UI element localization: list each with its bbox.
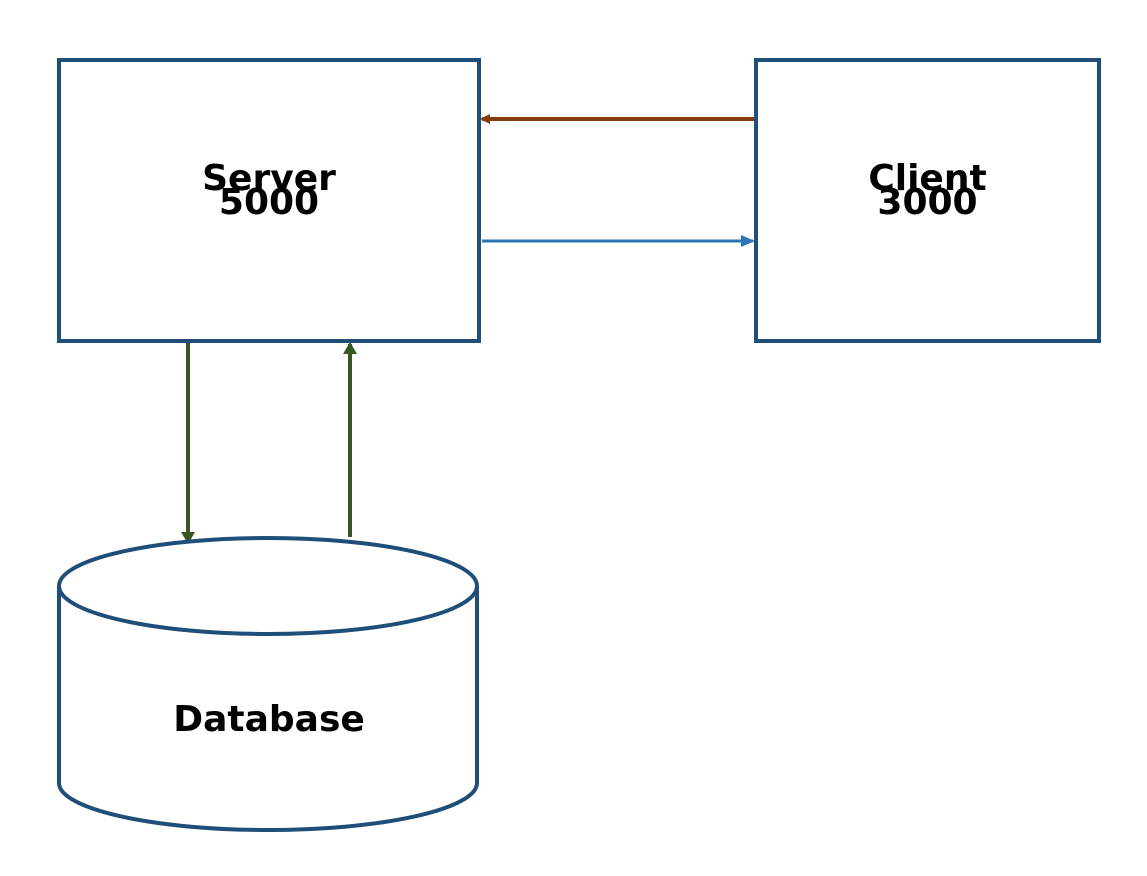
database-cylinder: [57, 536, 479, 832]
database-label: Database: [173, 699, 365, 740]
server-port-label: 5000: [218, 181, 320, 223]
client-name-label: Client: [868, 157, 987, 199]
server-box: Server 5000: [57, 58, 481, 343]
database-cylinder-top: [57, 536, 479, 636]
client-port-label: 3000: [877, 181, 978, 223]
database-cylinder-body: [57, 586, 479, 832]
server-name-label: Server: [202, 157, 336, 199]
client-box: Client 3000: [754, 58, 1101, 343]
